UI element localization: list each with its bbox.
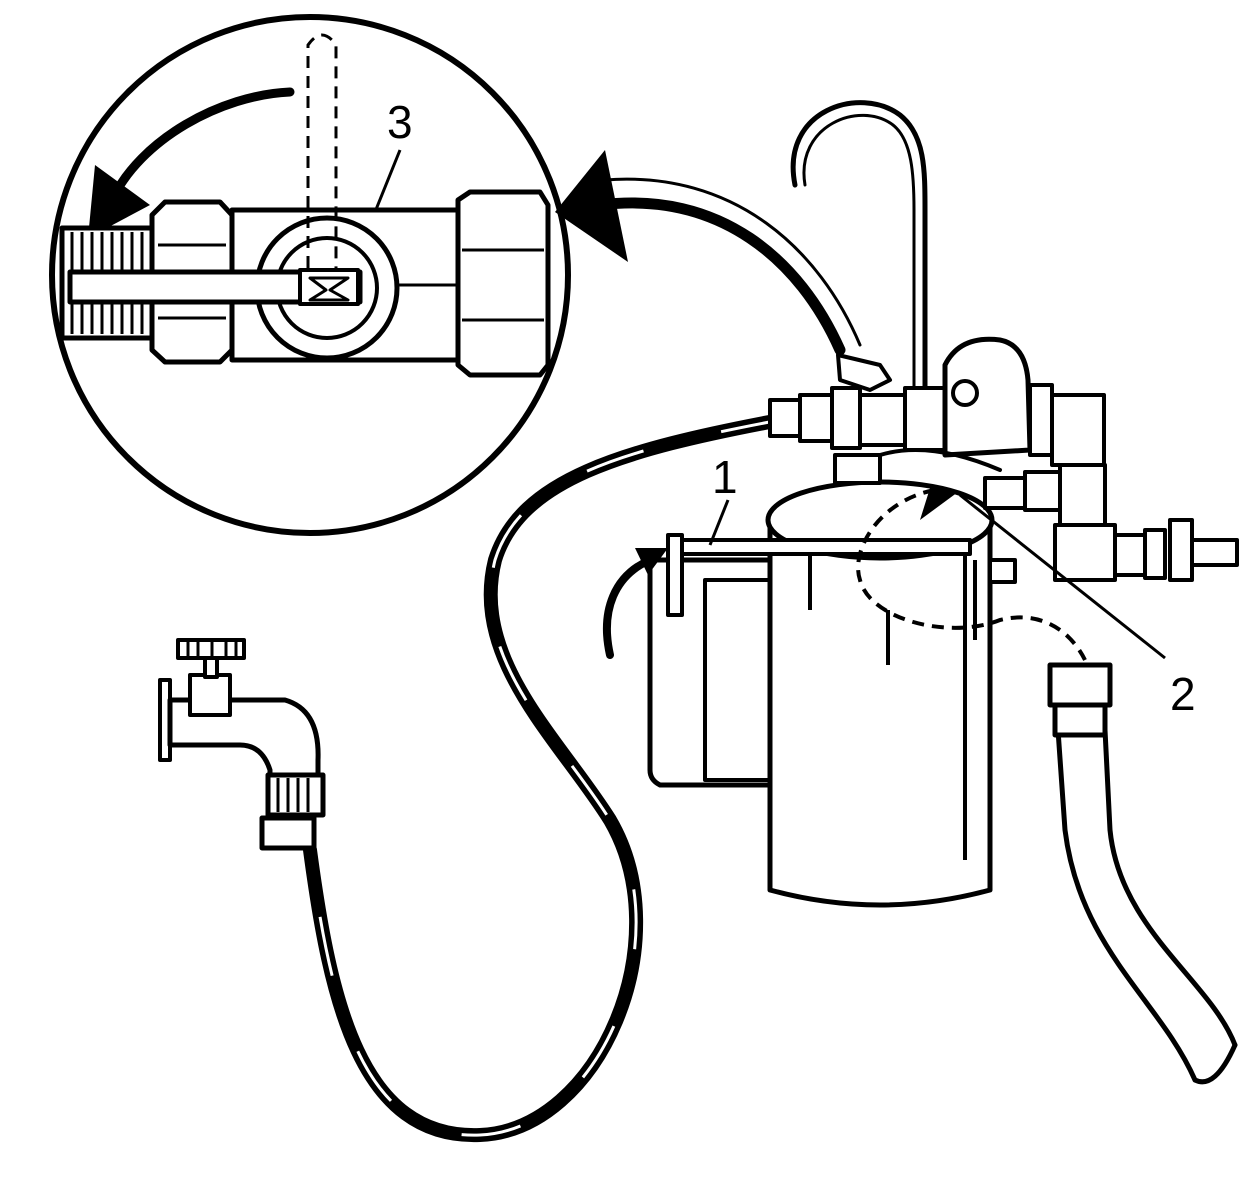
callout-1: 1 [712,451,738,503]
callouts: 1 2 [708,451,1196,720]
callout-2: 2 [1170,668,1196,720]
callout-3: 3 [387,96,413,148]
flush-canister [603,479,1087,908]
zoom-pointer-arrow [555,150,862,356]
ball-valve [59,33,551,378]
rotation-arrow-icon [88,87,295,238]
valve-manifold [768,100,1239,584]
drain-hose [1047,662,1238,1085]
detail-zoom-circle: 3 [49,14,571,536]
water-faucet [158,638,326,851]
garden-hose [303,413,787,1143]
